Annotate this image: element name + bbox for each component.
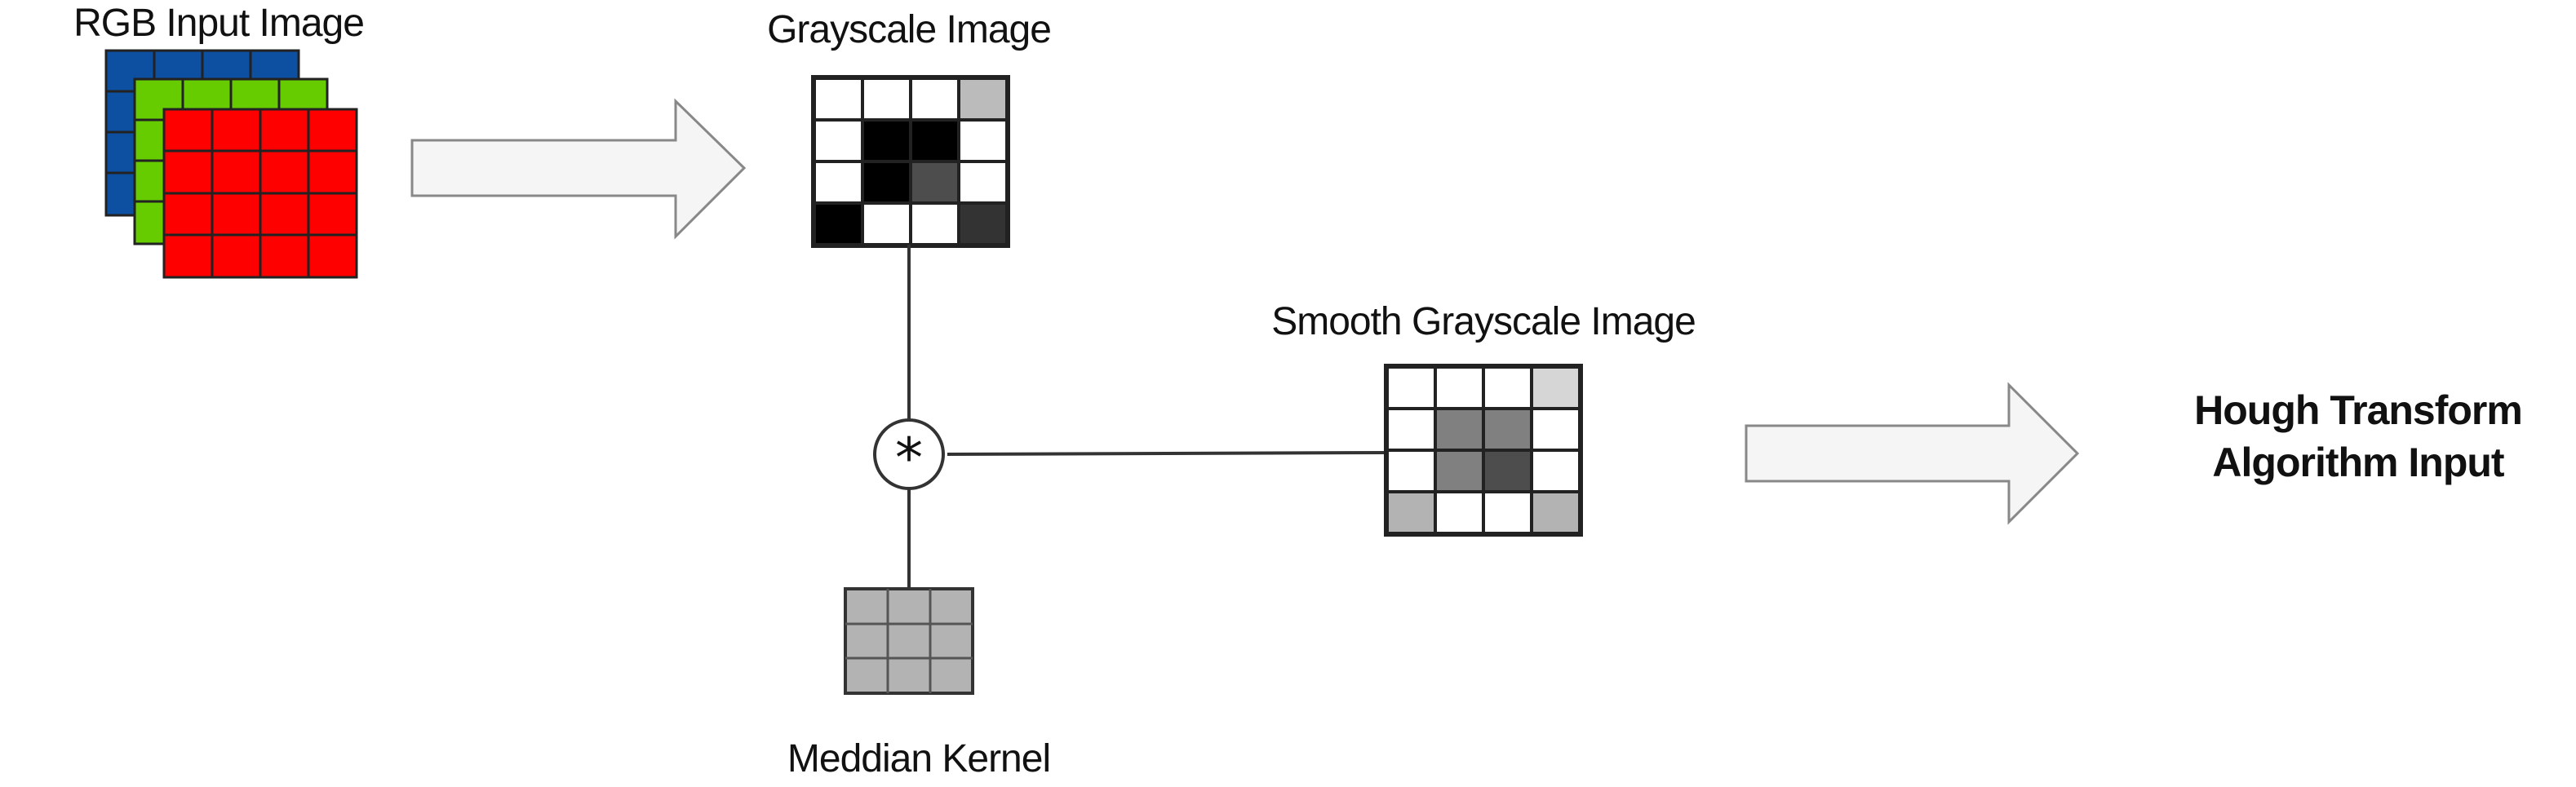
grayscale-image xyxy=(811,75,1010,248)
smooth-pixel-cell xyxy=(1389,369,1434,407)
smooth-pixel-cell xyxy=(1437,369,1482,407)
smooth-pixel-cell xyxy=(1437,493,1482,532)
smooth-grayscale-image xyxy=(1384,364,1583,537)
smooth-pixel-cell xyxy=(1533,369,1578,407)
smooth-pixel-cell xyxy=(1485,410,1530,449)
grayscale-label: Grayscale Image xyxy=(767,8,1051,51)
smooth-pixel-cell xyxy=(1533,410,1578,449)
grayscale-pixel-cell xyxy=(816,163,861,201)
convolution-operator: * xyxy=(873,418,945,491)
smooth-pixel-cell xyxy=(1389,410,1434,449)
smooth-pixel-cell xyxy=(1485,452,1530,490)
grayscale-pixel-cell xyxy=(912,163,957,201)
grayscale-pixel-cell xyxy=(816,205,861,243)
smooth-pixel-cell xyxy=(1437,452,1482,490)
smooth-pixel-cell xyxy=(1485,369,1530,407)
grayscale-pixel-cell xyxy=(960,205,1005,243)
grayscale-pixel-cell xyxy=(912,80,957,118)
grayscale-pixel-cell xyxy=(960,80,1005,118)
smooth-pixel-cell xyxy=(1389,452,1434,490)
median-kernel-label: Meddian Kernel xyxy=(787,737,1050,780)
smooth-pixel-cell xyxy=(1533,493,1578,532)
hough-transform-label-line1: Hough Transform xyxy=(2194,387,2522,433)
rgb-input-label: RGB Input Image xyxy=(73,2,364,45)
grayscale-pixel-cell xyxy=(864,122,909,160)
smooth-pixel-cell xyxy=(1485,493,1530,532)
median-kernel-grid xyxy=(844,587,974,695)
rgb-red-layer xyxy=(162,108,358,279)
smooth-pixel-cell xyxy=(1389,493,1434,532)
arrow-rgb-to-grayscale xyxy=(410,98,747,240)
connector-operator-to-smooth xyxy=(947,451,1388,456)
rgb-input-image xyxy=(104,49,358,279)
grayscale-pixel-cell xyxy=(912,205,957,243)
hough-transform-label-line2: Algorithm Input xyxy=(2212,440,2504,485)
smooth-pixel-cell xyxy=(1437,410,1482,449)
grayscale-pixel-cell xyxy=(960,163,1005,201)
grayscale-pixel-cell xyxy=(816,80,861,118)
grayscale-pixel-cell xyxy=(864,80,909,118)
grayscale-pixel-cell xyxy=(912,122,957,160)
smooth-pixel-cell xyxy=(1533,452,1578,490)
arrow-smooth-to-hough xyxy=(1745,382,2080,525)
grayscale-pixel-cell xyxy=(816,122,861,160)
grayscale-pixel-cell xyxy=(960,122,1005,160)
smooth-grayscale-label: Smooth Grayscale Image xyxy=(1271,300,1696,343)
convolution-operator-symbol: * xyxy=(895,427,923,491)
grayscale-pixel-cell xyxy=(864,163,909,201)
grayscale-pixel-cell xyxy=(864,205,909,243)
